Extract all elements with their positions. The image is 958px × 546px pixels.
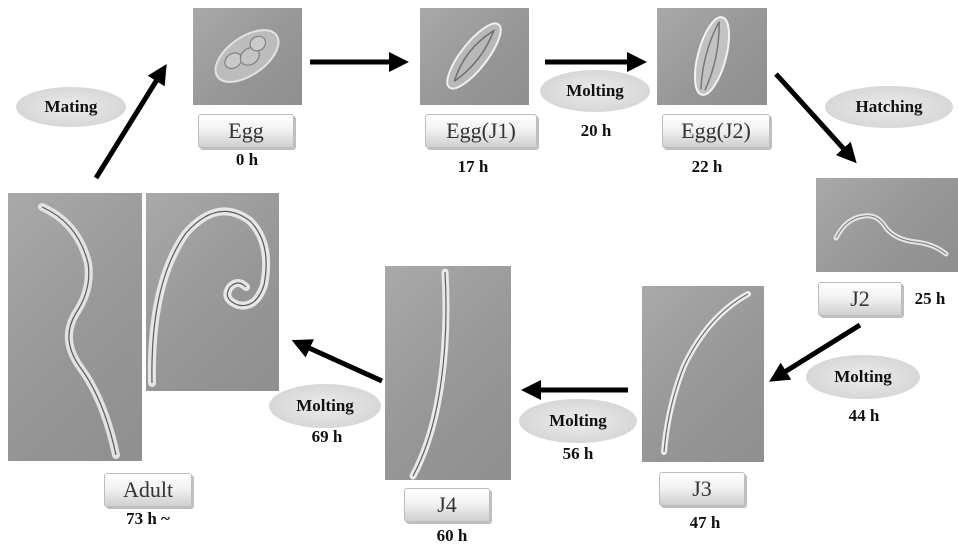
egg-micrograph (193, 8, 302, 105)
transition-molting-j4-adult: Molting (269, 384, 381, 428)
transition-time-molting-j3-j4: 56 h (548, 444, 608, 464)
stage-time-j4: 60 h (427, 526, 477, 546)
transition-molting-j2-j3: Molting (806, 355, 920, 399)
j4-micrograph (385, 266, 511, 480)
transition-mating: Mating (16, 87, 126, 127)
j2-micrograph (816, 178, 958, 272)
transition-time-molting-j4-adult: 69 h (297, 427, 357, 447)
stage-time-j2: 25 h (904, 289, 956, 309)
transition-time-molting-j2-j3: 44 h (834, 406, 894, 426)
transition-molting-j3-j4: Molting (519, 399, 637, 443)
stage-time-egg-j1: 17 h (448, 157, 498, 177)
transition-molting-j1-j2: Molting (540, 70, 650, 112)
stage-time-egg: 0 h (222, 150, 272, 170)
stage-time-egg-j2: 22 h (682, 157, 732, 177)
arrow-adult-to-egg (96, 70, 163, 178)
stage-label-adult: Adult (104, 473, 192, 507)
arrow-j4-to-adult (298, 343, 382, 381)
adult-micrograph-right (146, 193, 279, 391)
stage-label-j3: J3 (659, 472, 745, 506)
stage-label-egg-j2: Egg(J2) (662, 114, 770, 148)
stage-label-egg-j1: Egg(J1) (425, 114, 537, 148)
transition-time-molting-j1-j2: 20 h (566, 121, 626, 141)
stage-time-j3: 47 h (680, 513, 730, 533)
j3-micrograph (642, 286, 764, 462)
stage-label-egg: Egg (198, 114, 294, 148)
transition-hatching: Hatching (825, 86, 953, 128)
egg-j1-micrograph (420, 8, 529, 105)
stage-time-adult: 73 h ~ (110, 509, 186, 529)
adult-micrograph-left (8, 193, 142, 461)
stage-label-j2: J2 (818, 282, 902, 316)
egg-j2-micrograph (657, 8, 767, 105)
stage-label-j4: J4 (404, 488, 490, 522)
